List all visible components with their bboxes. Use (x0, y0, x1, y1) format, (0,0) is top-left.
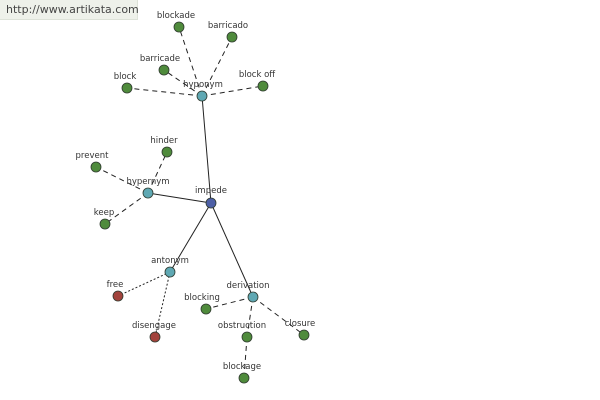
node-hyponym[interactable]: hyponym (183, 80, 223, 102)
node-impede[interactable]: impede (195, 186, 227, 209)
node-disengage-label: disengage (132, 321, 176, 331)
nodes-layer: impede hyponym hypernym antonym derivation bl… (76, 11, 316, 384)
node-barricade-label: barricade (140, 54, 180, 64)
node-closure[interactable]: closure (285, 319, 316, 341)
node-derivation[interactable]: derivation (226, 281, 270, 303)
edge-derivation-obstruction (246, 296, 254, 338)
node-antonym-circle[interactable] (164, 266, 176, 278)
node-obstruction[interactable]: obstruction (218, 321, 266, 343)
node-hinder[interactable]: hinder (150, 136, 178, 158)
node-block-label: block (114, 72, 137, 82)
node-blocking[interactable]: blocking (184, 293, 220, 315)
node-hyponym-circle[interactable] (196, 90, 208, 102)
node-block-off-label: block off (239, 70, 276, 80)
node-hinder-circle[interactable] (161, 146, 173, 158)
node-free-circle[interactable] (112, 290, 124, 302)
node-hinder-label: hinder (150, 136, 178, 146)
node-hypernym-circle[interactable] (142, 187, 154, 199)
node-closure-label: closure (285, 319, 316, 329)
edge-hyponym-blockade (178, 26, 203, 97)
node-antonym[interactable]: antonym (151, 256, 189, 278)
node-antonym-label: antonym (151, 256, 189, 266)
node-barricade-circle[interactable] (158, 64, 170, 76)
edge-obstruction-blockage (243, 336, 248, 379)
node-hypernym[interactable]: hypernym (126, 177, 170, 199)
edge-impede-derivation (210, 202, 254, 298)
edge-derivation-closure (252, 296, 305, 336)
node-prevent-label: prevent (76, 151, 110, 161)
node-barricado-circle[interactable] (226, 31, 238, 43)
node-block-off-circle[interactable] (257, 80, 269, 92)
node-hypernym-label: hypernym (126, 177, 169, 187)
edge-impede-hyponym (201, 95, 212, 204)
edge-impede-antonym (169, 202, 212, 273)
node-keep[interactable]: keep (94, 208, 114, 230)
node-free-label: free (107, 280, 124, 290)
node-blockage-circle[interactable] (238, 372, 250, 384)
node-derivation-circle[interactable] (247, 291, 259, 303)
node-keep-label: keep (94, 208, 114, 218)
node-barricado[interactable]: barricado (208, 21, 248, 43)
node-impede-circle[interactable] (205, 197, 217, 209)
node-keep-circle[interactable] (99, 218, 111, 230)
edge-hypernym-prevent (95, 166, 149, 194)
node-free[interactable]: free (107, 280, 124, 302)
edge-antonym-free (117, 271, 171, 297)
node-blocking-circle[interactable] (200, 303, 212, 315)
node-blockade[interactable]: blockade (157, 11, 195, 33)
node-closure-circle[interactable] (298, 329, 310, 341)
node-obstruction-circle[interactable] (241, 331, 253, 343)
node-disengage[interactable]: disengage (132, 321, 176, 343)
node-hyponym-label: hyponym (183, 80, 223, 90)
node-prevent-circle[interactable] (90, 161, 102, 173)
node-barricado-label: barricado (208, 21, 248, 31)
node-blockage[interactable]: blockage (223, 362, 261, 384)
node-blockade-label: blockade (157, 11, 195, 21)
node-block-off[interactable]: block off (239, 70, 276, 92)
node-block[interactable]: block (114, 72, 137, 94)
node-obstruction-label: obstruction (218, 321, 266, 331)
edge-impede-hypernym (147, 192, 212, 204)
node-block-circle[interactable] (121, 82, 133, 94)
node-blockage-label: blockage (223, 362, 261, 372)
edge-hypernym-hinder (147, 151, 168, 194)
edge-derivation-blocking (205, 296, 254, 310)
edge-hyponym-barricado (201, 36, 233, 97)
node-impede-label: impede (195, 186, 227, 196)
edge-hyponym-block-off (201, 85, 264, 97)
node-barricade[interactable]: barricade (140, 54, 180, 76)
edge-antonym-disengage (154, 271, 171, 338)
node-blockade-circle[interactable] (173, 21, 185, 33)
edges-layer (95, 26, 305, 379)
edge-hyponym-block (126, 87, 203, 97)
node-disengage-circle[interactable] (149, 331, 161, 343)
edge-hyponym-barricade (163, 69, 203, 97)
site-url-badge[interactable]: http://www.artikata.com (0, 0, 139, 20)
node-blocking-label: blocking (184, 293, 220, 303)
node-prevent[interactable]: prevent (76, 151, 110, 173)
node-derivation-label: derivation (226, 281, 269, 291)
